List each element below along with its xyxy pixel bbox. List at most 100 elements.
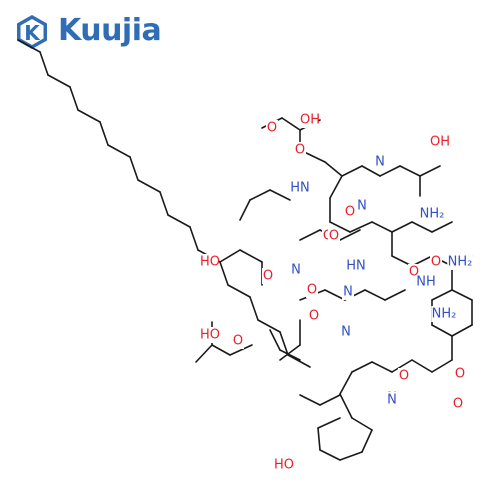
oxygen-atom-label: HO bbox=[274, 458, 294, 473]
atom-label-backdrop bbox=[306, 282, 318, 298]
ring-bond bbox=[431, 324, 453, 337]
ring-bond bbox=[351, 361, 373, 373]
atom-label-backdrop bbox=[308, 308, 320, 324]
ring-bond bbox=[317, 417, 341, 429]
atom-label-backdrop bbox=[232, 333, 244, 349]
ring-bond bbox=[329, 175, 343, 199]
nitrogen-atom-label: N bbox=[343, 285, 353, 300]
ring-bond bbox=[371, 361, 393, 373]
atom-label-backdrop bbox=[340, 324, 352, 340]
oxygen-atom-label: HO bbox=[200, 255, 220, 270]
chain-bond bbox=[47, 74, 71, 88]
atom-label-backdrop bbox=[294, 142, 306, 158]
chain-bond bbox=[159, 191, 169, 216]
atom-label-backdrop bbox=[201, 254, 219, 270]
atom-label-backdrop bbox=[430, 254, 442, 270]
ring-bond bbox=[324, 289, 346, 301]
oxygen-atom-label: O bbox=[295, 143, 305, 158]
ring-bond bbox=[339, 371, 353, 395]
ring-bond bbox=[339, 451, 363, 461]
ring-bond bbox=[431, 221, 453, 233]
atom-label-backdrop bbox=[275, 457, 293, 473]
ring-bond bbox=[219, 249, 241, 263]
chain-bond bbox=[69, 86, 79, 111]
atom-label-backdrop bbox=[431, 134, 449, 150]
ring-bond bbox=[364, 289, 386, 301]
chain-bond bbox=[77, 109, 101, 123]
ring-bond bbox=[249, 189, 271, 201]
nitrogen-atom-label: NH₂ bbox=[432, 307, 457, 322]
ring-bond bbox=[411, 359, 433, 373]
ring-bond bbox=[281, 117, 301, 131]
oxygen-atom-label: O bbox=[345, 205, 355, 220]
atom-label-backdrop bbox=[344, 204, 356, 220]
atom-label-backdrop bbox=[452, 396, 464, 412]
ring-bond bbox=[317, 427, 321, 451]
nitrogen-atom-label: NH bbox=[416, 275, 436, 290]
chain-bond bbox=[287, 354, 311, 368]
ring-bond bbox=[451, 324, 473, 337]
chain-bond bbox=[129, 156, 139, 181]
nitrogen-atom-label: N bbox=[341, 325, 351, 340]
oxygen-atom-label: O bbox=[455, 367, 465, 382]
ring-bond bbox=[299, 229, 321, 241]
atom-label-backdrop bbox=[386, 392, 398, 408]
kuujia-logo-icon: K bbox=[17, 15, 47, 49]
ring-bond bbox=[339, 229, 361, 241]
ring-bond bbox=[319, 449, 341, 461]
ring-bond bbox=[329, 221, 351, 233]
atom-label-backdrop bbox=[431, 306, 457, 322]
atom-label-backdrop bbox=[374, 154, 386, 170]
ring-bond bbox=[384, 289, 406, 301]
ring-bond bbox=[299, 394, 321, 406]
ring-bond bbox=[431, 289, 453, 301]
ring-bond bbox=[399, 165, 421, 177]
oxygen-atom-label: OH bbox=[430, 135, 450, 150]
atom-label-backdrop bbox=[266, 120, 278, 136]
oxygen-atom-label: O bbox=[307, 283, 317, 298]
chain-bond bbox=[17, 39, 41, 53]
brand-name: Kuujia bbox=[58, 13, 162, 48]
oxygen-atom-label: O bbox=[409, 265, 419, 280]
ring-bond bbox=[361, 165, 381, 177]
atom-label-backdrop bbox=[347, 258, 365, 274]
ring-bond bbox=[239, 249, 263, 263]
ring-bond bbox=[339, 393, 353, 419]
nitrogen-atom-label: HN bbox=[290, 181, 310, 196]
atom-label-backdrop bbox=[301, 112, 319, 128]
ring-bond bbox=[391, 221, 413, 233]
ring-bond bbox=[195, 344, 213, 363]
chain-bond bbox=[279, 331, 289, 356]
ring-bond bbox=[239, 199, 251, 221]
nitrogen-atom-label: NH₂ bbox=[420, 207, 445, 222]
atom-label-layer: OHONOHHNONH₂ONOOHNONH₂HOONONNHONNH₂HOOON… bbox=[200, 112, 473, 473]
ring-bond bbox=[269, 329, 281, 351]
atom-label-backdrop bbox=[356, 198, 368, 214]
ring-bond bbox=[211, 344, 231, 356]
atom-label-backdrop bbox=[398, 368, 410, 384]
ring-bond bbox=[361, 429, 373, 453]
ring-bond bbox=[324, 161, 343, 177]
ring-bond bbox=[341, 165, 363, 177]
nitrogen-atom-label: HN bbox=[346, 259, 366, 274]
bond-layer bbox=[17, 39, 473, 461]
atom-label-backdrop bbox=[291, 180, 309, 196]
ring-bond bbox=[351, 417, 373, 431]
atom-label-backdrop bbox=[262, 268, 274, 284]
chain-bond bbox=[219, 261, 229, 286]
ring-bond bbox=[269, 189, 291, 201]
ring-bond bbox=[451, 289, 473, 301]
chain-bond bbox=[249, 296, 259, 321]
atom-label-backdrop bbox=[342, 284, 354, 300]
ring-bond bbox=[379, 165, 401, 177]
nitrogen-atom-label: N bbox=[357, 199, 367, 214]
chain-bond bbox=[137, 179, 161, 193]
ring-bond bbox=[419, 165, 441, 177]
atom-label-backdrop bbox=[419, 206, 445, 222]
nitrogen-atom-label: N bbox=[387, 393, 397, 408]
atom-label-backdrop bbox=[290, 262, 302, 278]
atom-label-backdrop bbox=[201, 327, 219, 343]
atom-label-backdrop bbox=[408, 264, 420, 280]
oxygen-atom-label: OH bbox=[300, 113, 320, 128]
